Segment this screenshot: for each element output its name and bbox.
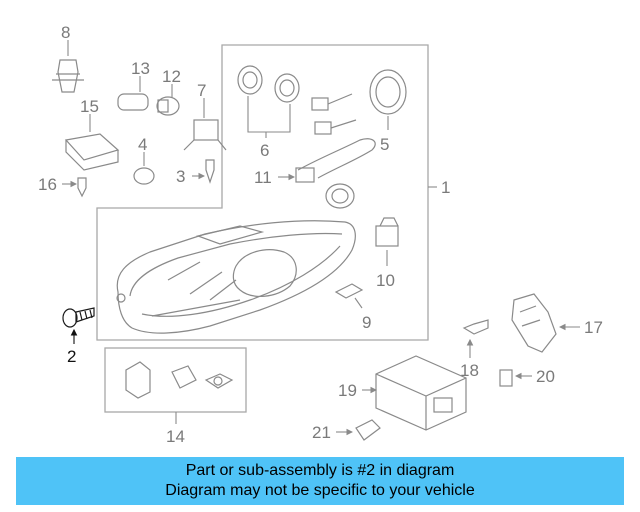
- bracket-14-parts: [125, 361, 234, 399]
- module-15: [64, 114, 120, 171]
- callout-18: 18: [460, 361, 479, 380]
- callout-3: 3: [176, 167, 185, 186]
- callout-6: 6: [260, 141, 269, 160]
- bolt-2-highlighted: [62, 307, 95, 344]
- bulb-8: [52, 40, 84, 93]
- callout-4: 4: [138, 135, 147, 154]
- screw-16: [62, 177, 87, 198]
- clip-9: [334, 283, 364, 309]
- callout-14: 14: [166, 427, 185, 446]
- callout-10: 10: [376, 271, 395, 290]
- control-unit-19: [362, 355, 467, 431]
- banner-line-part: Part or sub-assembly is #2 in diagram: [185, 462, 455, 479]
- callout-20: 20: [536, 367, 555, 386]
- cap-5: [369, 69, 407, 130]
- callout-2[interactable]: 2: [67, 347, 76, 366]
- socket-7: [183, 98, 227, 151]
- grommet-4: [133, 152, 155, 185]
- callout-5: 5: [380, 135, 389, 154]
- bulb-12: [156, 84, 180, 116]
- bolt-20: [499, 369, 532, 387]
- wire-harness-11: [278, 138, 376, 183]
- bulb-13: [117, 76, 149, 111]
- banner-line-disclaimer: Diagram may not be specific to your vehi…: [165, 482, 475, 499]
- callout-16: 16: [38, 175, 57, 194]
- callout-9: 9: [362, 313, 371, 332]
- bulb-10: [375, 217, 399, 266]
- callout-8: 8: [61, 23, 70, 42]
- callout-21: 21: [312, 423, 331, 442]
- callout-13: 13: [131, 59, 150, 78]
- socket-cap: [325, 183, 355, 209]
- connector-plugs: [311, 93, 357, 135]
- callout-15: 15: [80, 97, 99, 116]
- assembly-1-outline: [96, 44, 429, 341]
- callout-7: 7: [197, 81, 206, 100]
- callout-12: 12: [162, 67, 181, 86]
- screw-3: [192, 159, 215, 184]
- clip-21: [336, 419, 381, 441]
- info-banner: Part or sub-assembly is #2 in diagram Di…: [16, 457, 624, 505]
- headlamp-housing: [116, 220, 356, 334]
- screw-18: [462, 319, 489, 358]
- callout-11: 11: [254, 168, 272, 187]
- callout-17: 17: [584, 318, 603, 337]
- callout-1: 1: [441, 178, 450, 197]
- callout-19: 19: [338, 381, 357, 400]
- bulb-socket-6: [237, 65, 300, 138]
- bracket-17: [511, 293, 580, 353]
